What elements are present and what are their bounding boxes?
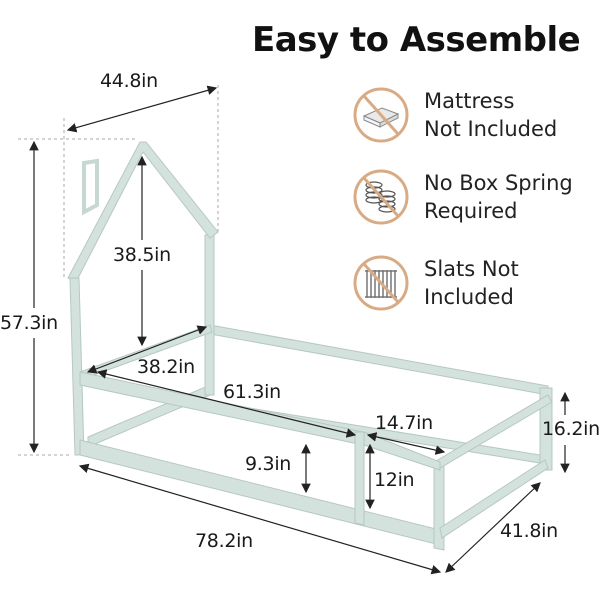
- dim-inner-length: 61.3in: [223, 381, 281, 403]
- feature-line2: Required: [424, 199, 518, 223]
- feature-mattress: Mattress Not Included: [352, 86, 557, 144]
- feature-box-spring: No Box Spring Required: [352, 168, 573, 226]
- dim-footboard-height: 16.2in: [542, 418, 600, 440]
- box-spring-crossed-icon: [353, 169, 409, 225]
- feature-line1: No Box Spring: [424, 171, 573, 195]
- dim-total-height: 57.3in: [0, 312, 58, 334]
- feature-slats: Slats Not Included: [352, 254, 519, 312]
- dim-total-length: 78.2in: [195, 530, 253, 552]
- dim-total-width: 41.8in: [500, 520, 558, 542]
- feature-line2: Not Included: [424, 117, 558, 141]
- dim-headboard-width: 44.8in: [100, 70, 158, 92]
- feature-line1: Mattress: [424, 89, 515, 113]
- dim-inner-width: 38.2in: [137, 356, 195, 378]
- mattress-crossed-icon: [353, 87, 409, 143]
- dim-opening-height: 12in: [374, 469, 415, 491]
- dim-roof-height: 38.5in: [113, 244, 171, 266]
- feature-line2: Included: [424, 285, 514, 309]
- dim-opening-width: 14.7in: [375, 412, 433, 434]
- slats-crossed-icon: [353, 255, 409, 311]
- title: Easy to Assemble: [252, 20, 581, 60]
- feature-line1: Slats Not: [424, 257, 519, 281]
- dim-rail-gap: 9.3in: [245, 453, 292, 475]
